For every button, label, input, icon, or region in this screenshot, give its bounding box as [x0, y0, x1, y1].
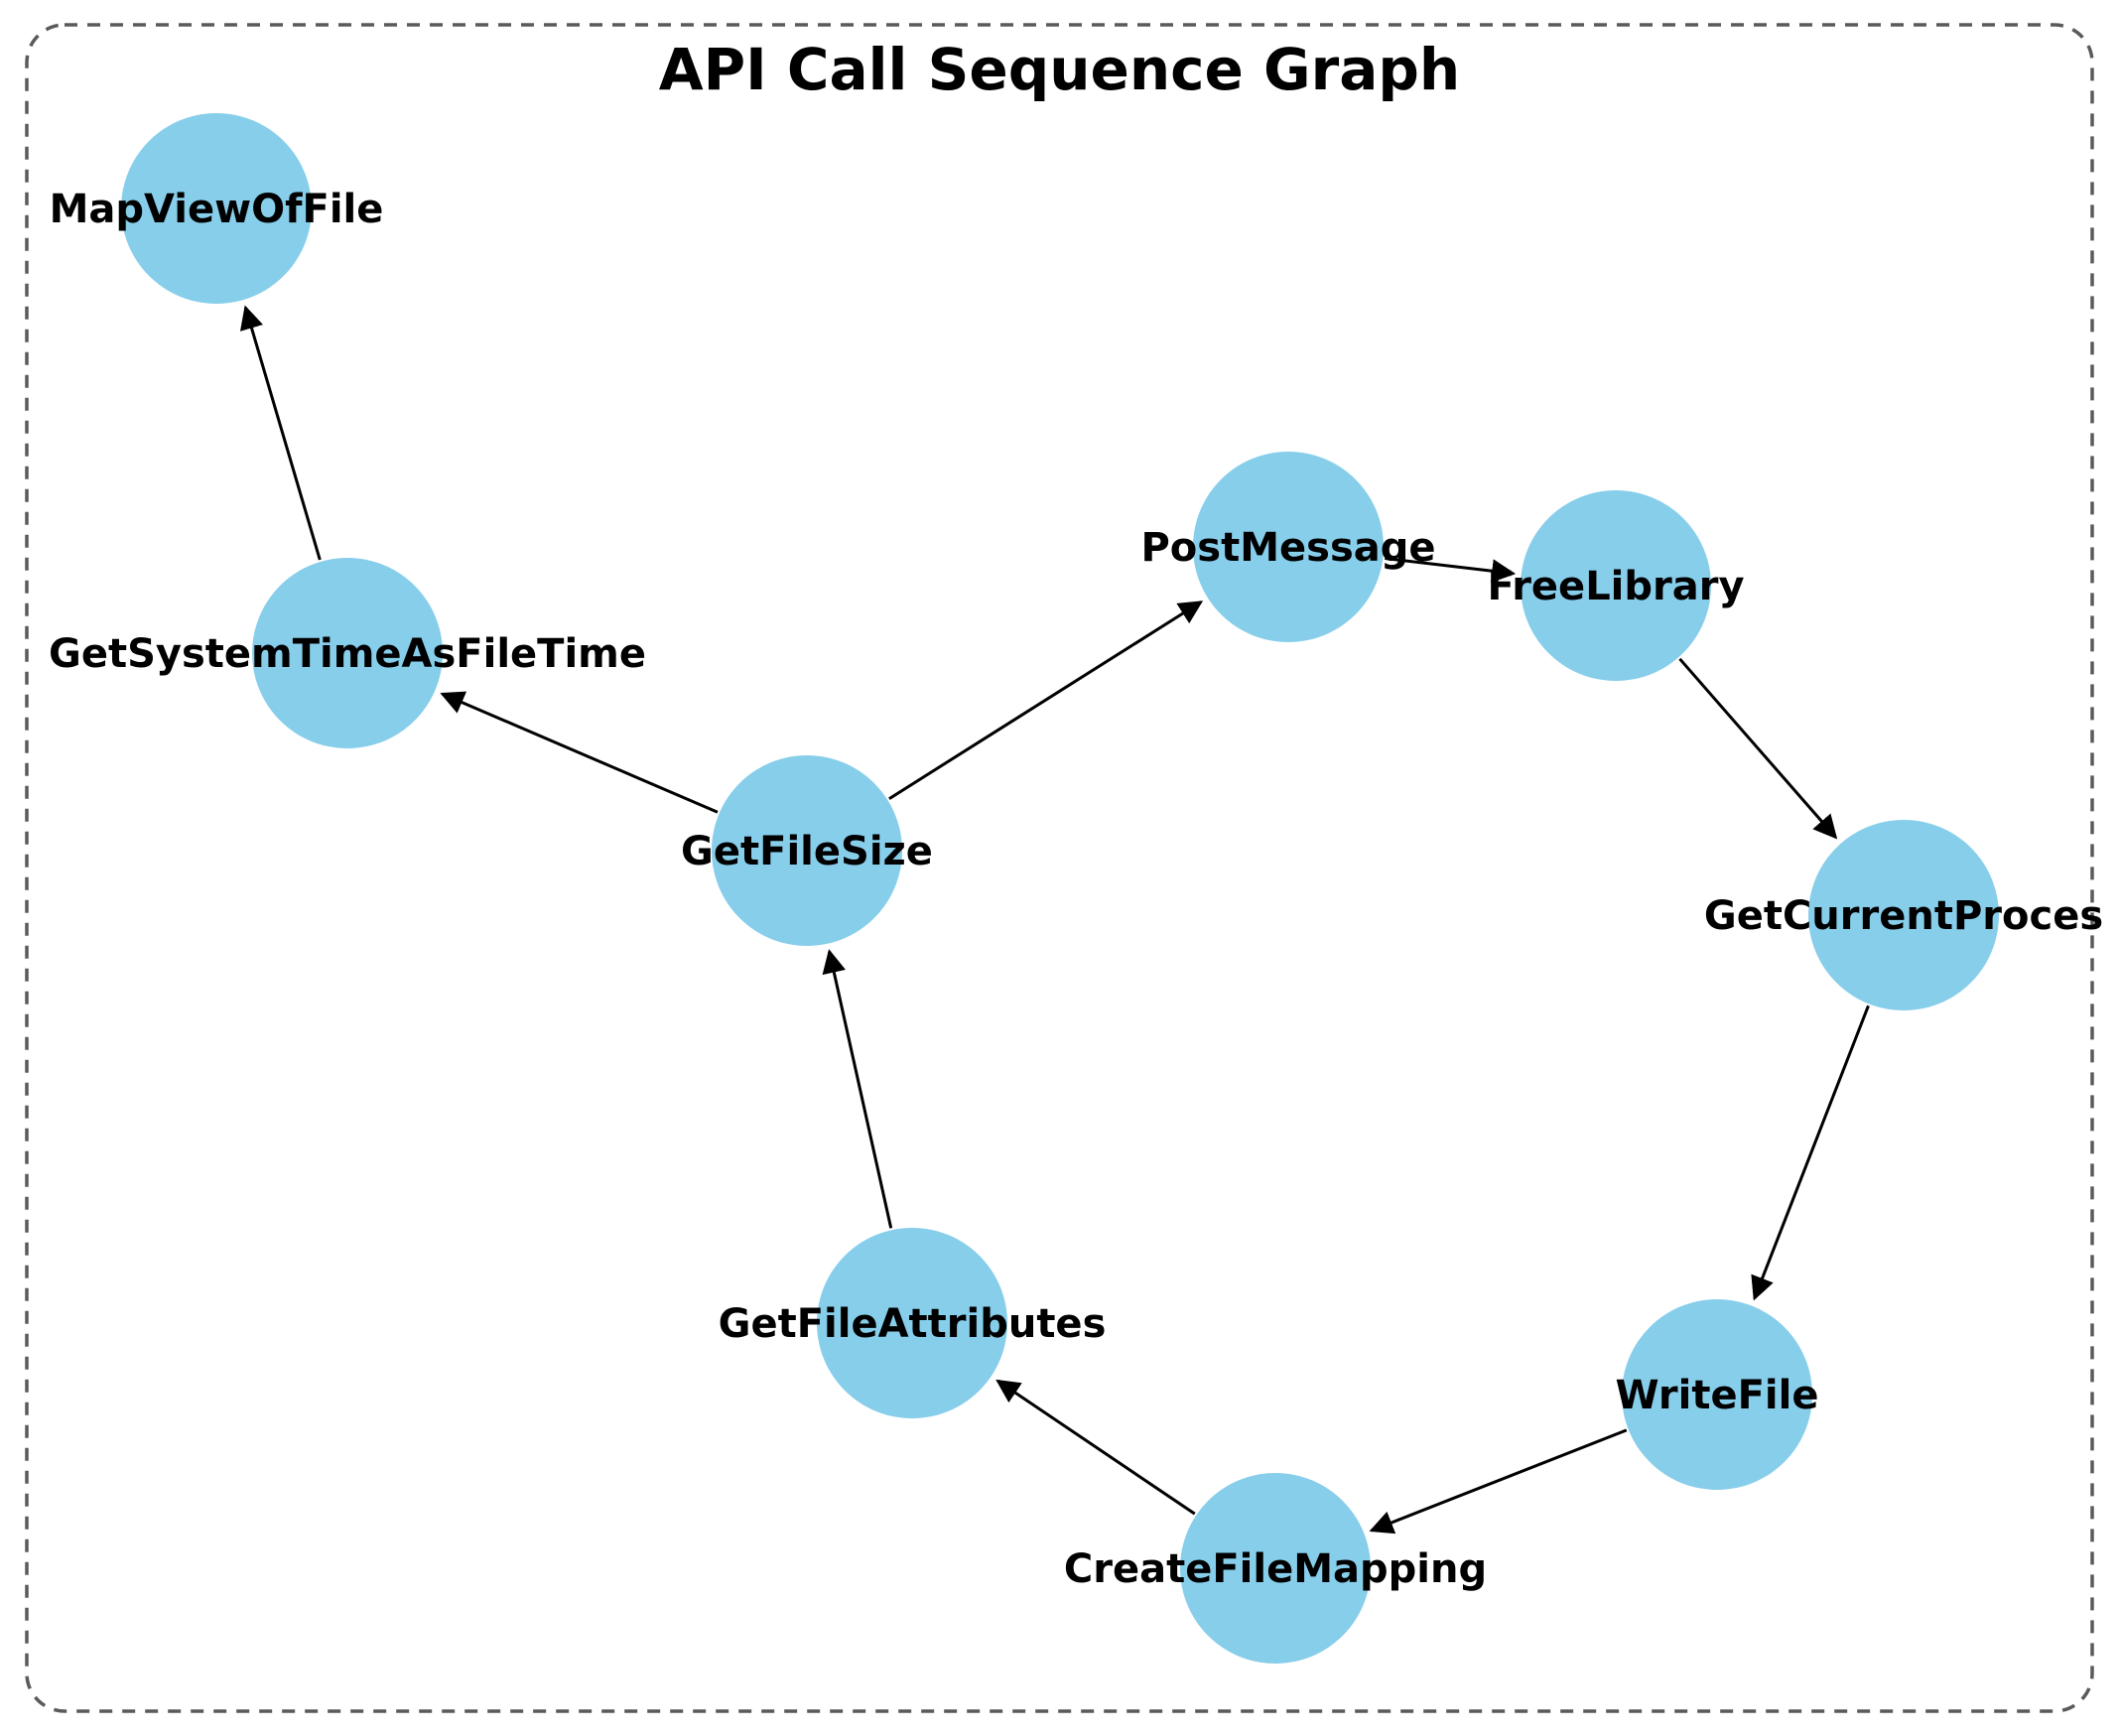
node-GetSystemTimeAsFileTime	[252, 558, 443, 748]
node-label-FreeLibrary: FreeLibrary	[1487, 564, 1744, 609]
edge-GetFileSize-to-GetSystemTimeAsFileTime	[440, 691, 719, 814]
node-PostMessage	[1193, 452, 1384, 642]
node-MapViewOfFile	[121, 113, 312, 304]
node-label-GetCurrentProces: GetCurrentProces	[1704, 893, 2103, 939]
node-FreeLibrary	[1521, 490, 1711, 681]
labels-layer: MapViewOfFileGetSystemTimeAsFileTimeGetF…	[49, 187, 2103, 1592]
node-label-PostMessage: PostMessage	[1140, 525, 1435, 571]
figure-border	[25, 23, 2094, 1713]
node-WriteFile	[1622, 1299, 1812, 1490]
node-label-GetFileAttributes: GetFileAttributes	[719, 1301, 1107, 1347]
node-GetFileAttributes	[817, 1228, 1007, 1418]
node-label-MapViewOfFile: MapViewOfFile	[50, 187, 384, 232]
node-CreateFileMapping	[1180, 1473, 1371, 1664]
edge-CreateFileMapping-to-GetFileAttributes	[995, 1379, 1196, 1516]
edge-FreeLibrary-to-GetCurrentProces	[1678, 657, 1838, 840]
node-label-GetSystemTimeAsFileTime: GetSystemTimeAsFileTime	[49, 631, 646, 677]
edge-GetSystemTimeAsFileTime-to-MapViewOfFile	[239, 305, 322, 561]
node-label-CreateFileMapping: CreateFileMapping	[1064, 1546, 1487, 1592]
edge-GetFileAttributes-to-GetFileSize	[822, 949, 893, 1229]
nodes-layer	[121, 113, 1999, 1664]
edge-PostMessage-to-FreeLibrary	[1385, 557, 1517, 584]
node-label-GetFileSize: GetFileSize	[681, 829, 933, 874]
edge-GetFileSize-to-PostMessage	[888, 601, 1204, 800]
edge-GetCurrentProces-to-WriteFile	[1751, 1004, 1870, 1301]
node-GetFileSize	[712, 755, 902, 946]
node-GetCurrentProces	[1808, 820, 1999, 1010]
edges-layer	[239, 305, 1870, 1535]
edge-WriteFile-to-CreateFileMapping	[1369, 1428, 1628, 1535]
node-label-WriteFile: WriteFile	[1616, 1373, 1819, 1418]
